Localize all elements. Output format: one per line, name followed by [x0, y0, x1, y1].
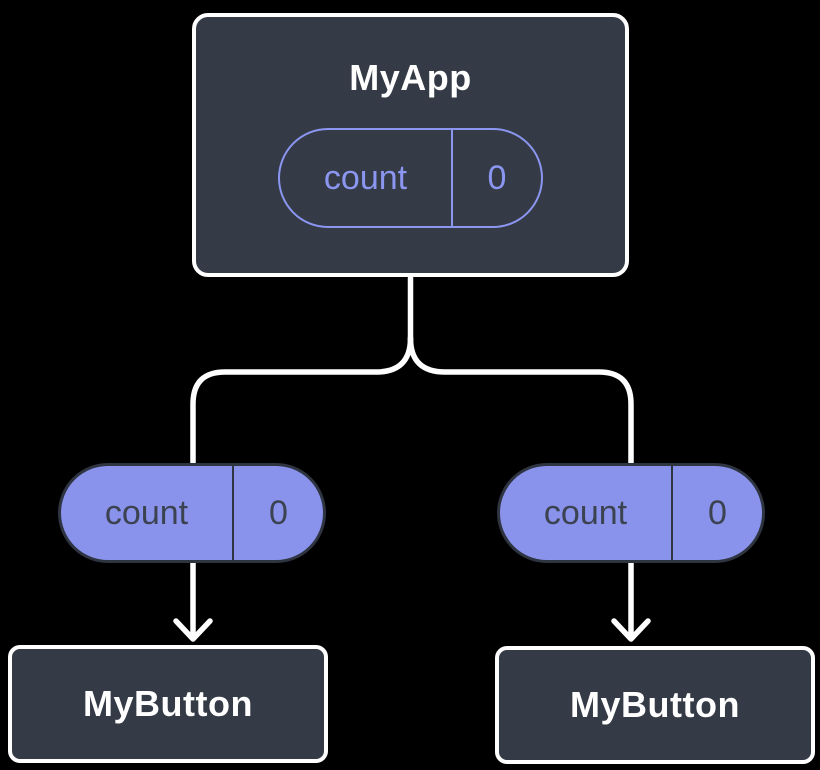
state-name: count [280, 130, 453, 226]
component-node-left-child: MyButton [8, 645, 328, 763]
component-title: MyApp [349, 57, 472, 98]
component-title: MyButton [83, 683, 253, 724]
component-node-right-child: MyButton [495, 646, 815, 764]
component-node-root: MyApp [192, 13, 629, 277]
fork-left-line [190, 335, 414, 469]
prop-value: 0 [269, 493, 288, 532]
prop-value: 0 [708, 493, 727, 532]
arrow-right-head-icon [611, 618, 651, 642]
prop-pill-left: count 0 [58, 463, 326, 563]
fork-right-line [407, 335, 634, 469]
state-pill: count 0 [278, 128, 543, 228]
prop-name: count [61, 466, 234, 560]
component-title: MyButton [570, 684, 740, 725]
prop-pill-right: count 0 [497, 463, 765, 563]
arrow-left-head-icon [173, 618, 213, 642]
state-value: 0 [487, 158, 507, 197]
prop-name: count [500, 466, 673, 560]
